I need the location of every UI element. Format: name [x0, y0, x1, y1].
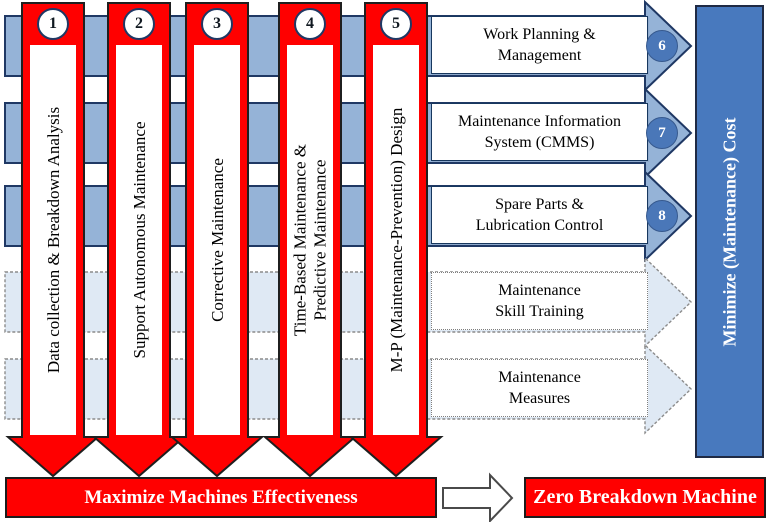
pillar-label-autonomous: Support Autonomous Maintenance: [130, 49, 150, 431]
pillar-arrow-3: [169, 2, 265, 478]
stream-label-measures: Maintenance Measures: [431, 359, 648, 417]
minimize-cost-bar: Minimize (Maintenance) Cost: [695, 5, 764, 458]
pillar-label-line: M-P (Maintenance-Prevention) Design: [386, 107, 406, 373]
pillar-number-circle-3: [201, 8, 233, 40]
stream-label-line: Management: [497, 47, 582, 64]
maximize-effectiveness-bar: Maximize Machines Effectiveness: [5, 477, 437, 518]
stream-label-line: Spare Parts &: [495, 196, 584, 213]
stream-label-line: Maintenance Information: [457, 113, 622, 130]
stream-label-skill-training: Maintenance Skill Training: [431, 272, 648, 330]
stream-label-line: Measures: [508, 390, 571, 407]
stream-label-line: Maintenance: [498, 369, 581, 386]
zero-breakdown-label: Zero Breakdown Machine: [533, 486, 757, 508]
stream-number-6: 6: [646, 30, 678, 62]
stream-label-spare-parts: Spare Parts & Lubrication Control: [431, 186, 648, 244]
pillar-label-time-based: Time-Based Maintenance & Predictive Main…: [291, 49, 332, 431]
stream-number-7: 7: [646, 117, 678, 149]
pillar-label-line: Support Autonomous Maintenance: [129, 121, 149, 359]
stream-label-work-planning: Work Planning & Management: [431, 16, 648, 74]
pillar-number-circle-2: [123, 8, 155, 40]
transition-arrow: [442, 472, 514, 522]
pillar-label-mp-design: M-P (Maintenance-Prevention) Design: [387, 49, 407, 431]
stream-label-line: Work Planning &: [483, 26, 596, 43]
pillar-label-line: Data collection & Breakdown Analysis: [43, 106, 63, 374]
pillar-number-circle-4: [294, 8, 326, 40]
pillar-label-corrective: Corrective Maintenance: [208, 49, 228, 431]
zero-breakdown-bar: Zero Breakdown Machine: [524, 477, 766, 518]
pillar-arrow-1: [5, 2, 101, 478]
pillar-number-3: 3: [213, 15, 221, 32]
stream-label-line: Lubrication Control: [475, 217, 604, 234]
pillar-number-5: 5: [392, 15, 400, 32]
pillar-number-4: 4: [306, 15, 314, 32]
pillar-arrow-2: [91, 2, 187, 478]
maximize-effectiveness-label: Maximize Machines Effectiveness: [84, 486, 358, 508]
pillar-label-line: Time-Based Maintenance &: [290, 144, 310, 336]
stream-label-line: System (CMMS): [484, 134, 595, 151]
pillar-label-data-collection: Data collection & Breakdown Analysis: [44, 49, 64, 431]
pillar-number-circle-1: [37, 8, 69, 40]
minimize-cost-label: Minimize (Maintenance) Cost: [719, 117, 739, 346]
pillar-label-line: Corrective Maintenance: [207, 158, 227, 322]
stream-label-cmms: Maintenance Information System (CMMS): [431, 103, 648, 161]
pillar-arrow-4: [262, 2, 358, 478]
pillar-number-1: 1: [49, 15, 57, 32]
pillar-number-2: 2: [135, 15, 143, 32]
pillar-arrow-5: [348, 2, 444, 478]
stream-number-8: 8: [646, 200, 678, 232]
pillar-label-line: Predictive Maintenance: [311, 159, 330, 321]
stream-label-line: Skill Training: [495, 303, 584, 320]
pillar-number-circle-5: [380, 8, 412, 40]
stream-label-line: Maintenance: [498, 282, 581, 299]
